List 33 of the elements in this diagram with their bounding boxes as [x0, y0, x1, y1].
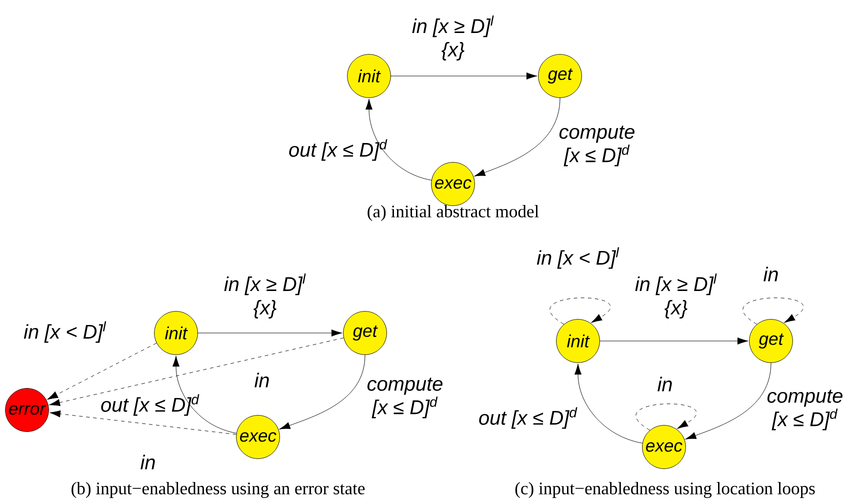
edge-label: compute [x ≤ D]$^{d}$ [559, 126, 634, 166]
edge-label: in [x ≥ D]$^{l}$ {x} [224, 273, 306, 318]
caption: (b) input−enabledness using an error state [72, 482, 365, 498]
arrow [550, 298, 611, 324]
arrow [390, 72, 538, 80]
arrow [49, 338, 344, 406]
edge-label: out [x ≤ D]$^{d}$ [479, 407, 578, 429]
arrow [365, 98, 432, 180]
arrow [574, 364, 643, 444]
edge-label: in [x ≥ D]$^{l}$ {x} [412, 16, 494, 60]
arrow [636, 404, 697, 430]
arrow [50, 410, 236, 435]
edge-label: in [764, 266, 778, 282]
edge-label: compute [x ≤ D]$^{d}$ [367, 378, 442, 418]
edge-label: out [x ≤ D]$^{d}$ [101, 394, 200, 416]
caption: (c) input−enabledness using location loops [515, 482, 815, 498]
edge-label: in [254, 372, 269, 388]
arrow [172, 356, 237, 434]
arrow [279, 354, 366, 430]
edge-label: compute [x ≤ D]$^{d}$ [767, 390, 842, 430]
edge-label: in [x < D]$^{l}$ [536, 247, 620, 269]
edge-label: out [x ≤ D]$^{d}$ [289, 139, 388, 161]
edge-label: in [x < D]$^{l}$ [24, 321, 106, 343]
caption: (a) initial abstract model [368, 205, 539, 221]
edge-label: in [658, 376, 672, 392]
arrow [742, 298, 804, 324]
arrow [685, 362, 772, 440]
edge-label: in [x ≥ D]$^{l}$ {x} [635, 273, 717, 318]
arrow [198, 329, 342, 337]
arrow [47, 342, 157, 400]
edge-label: in [140, 454, 155, 470]
arrow [474, 98, 560, 176]
arrow [600, 337, 748, 345]
